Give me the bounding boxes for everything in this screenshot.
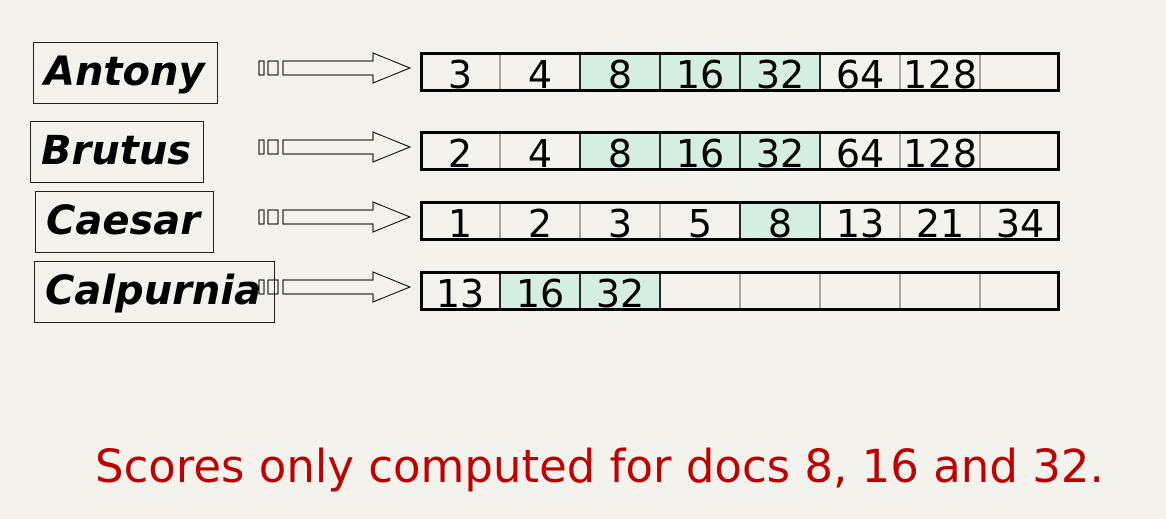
- postings-list-calpurnia: 13 16 32: [420, 271, 1060, 311]
- term-caesar: Caesar: [35, 191, 214, 253]
- term-brutus: Brutus: [30, 121, 204, 183]
- caption-text: Scores only computed for docs 8, 16 and …: [95, 440, 1104, 493]
- pointer-arrow-antony: [258, 52, 412, 84]
- doc-id-caesar-2: 3: [608, 202, 632, 241]
- doc-id-antony-3: 16: [676, 53, 724, 92]
- postings-list-border: [420, 201, 1060, 241]
- postings-list-caesar: 1 2 3 5 8 13 21 34: [420, 201, 1060, 241]
- pointer-arrow-calpurnia: [258, 271, 412, 303]
- doc-id-caesar-7: 34: [996, 202, 1044, 241]
- doc-id-caesar-0: 1: [448, 202, 472, 241]
- doc-id-calpurnia-0: 13: [436, 272, 484, 311]
- pointer-arrow-brutus: [258, 131, 412, 163]
- doc-id-caesar-6: 21: [916, 202, 964, 241]
- doc-id-brutus-2: 8: [608, 132, 632, 171]
- doc-id-antony-2: 8: [608, 53, 632, 92]
- doc-id-brutus-4: 32: [756, 132, 804, 171]
- doc-id-caesar-4: 8: [768, 202, 792, 241]
- highlight-cell-antony-4: [739, 52, 821, 92]
- doc-id-antony-5: 64: [836, 53, 884, 92]
- doc-id-brutus-5: 64: [836, 132, 884, 171]
- postings-list-brutus: 2 4 8 16 32 64 128: [420, 131, 1060, 171]
- doc-id-antony-0: 3: [448, 53, 472, 92]
- highlight-cell-antony-3: [659, 52, 741, 92]
- pointer-arrow-caesar: [258, 201, 412, 233]
- postings-list-antony: 3 4 8 16 32 64 128: [420, 52, 1060, 92]
- postings-list-border: [420, 52, 1060, 92]
- doc-id-antony-4: 32: [756, 53, 804, 92]
- doc-id-antony-1: 4: [528, 53, 552, 92]
- term-calpurnia: Calpurnia: [34, 261, 275, 323]
- doc-id-caesar-5: 13: [836, 202, 884, 241]
- doc-id-caesar-1: 2: [528, 202, 552, 241]
- doc-id-antony-6: 128: [903, 53, 977, 92]
- doc-id-brutus-0: 2: [448, 132, 472, 171]
- doc-id-brutus-3: 16: [676, 132, 724, 171]
- doc-id-brutus-6: 128: [903, 132, 977, 171]
- postings-list-border: [420, 131, 1060, 171]
- term-antony: Antony: [33, 42, 218, 104]
- doc-id-calpurnia-2: 32: [596, 272, 644, 311]
- doc-id-brutus-1: 4: [528, 132, 552, 171]
- postings-list-border: [420, 271, 1060, 311]
- doc-id-calpurnia-1: 16: [516, 272, 564, 311]
- doc-id-caesar-3: 5: [688, 202, 712, 241]
